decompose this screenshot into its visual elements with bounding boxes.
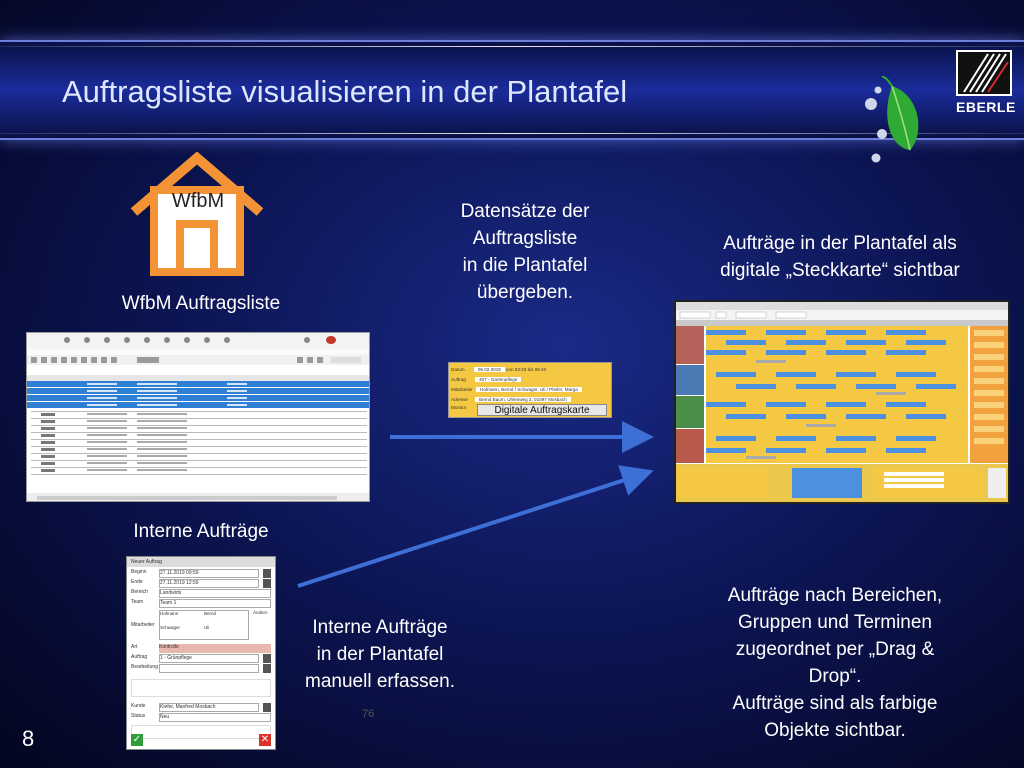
caption-line: Auftragsliste (472, 228, 578, 249)
eberle-logo: EBERLE (956, 50, 1016, 120)
caption-line: übergeben. (476, 282, 574, 303)
card-row: Adresse Bernd Baum, Uhlenweg 2, 01097 Mo… (451, 395, 609, 405)
cancel-x-icon[interactable]: ✕ (259, 734, 271, 746)
caption-line: Drop“. (808, 666, 862, 687)
edit-icon (263, 703, 271, 712)
logo-emblem (956, 50, 1012, 96)
caption-datensaetze: Datensätze der Auftragsliste in die Plan… (430, 198, 620, 306)
logo-text: EBERLE (956, 99, 1016, 115)
caption-line: digitale „Steckkarte“ sichtbar (720, 260, 960, 281)
arrow-form-to-plantafel (297, 465, 654, 588)
page-number: 8 (22, 726, 35, 751)
card-rows: Datum 06.02.2019 von 03:40 bis 06:40 Auf… (451, 365, 609, 405)
card-row: Auftrag 407 - Gartenpflege (451, 375, 609, 385)
caption-line: zugeordnet per „Drag & (735, 639, 935, 660)
caption-steckkarte: Aufträge in der Plantafel als digitale „… (680, 230, 1000, 284)
form-remarks (131, 725, 271, 739)
digital-card: Datum 06.02.2019 von 03:40 bis 06:40 Auf… (448, 362, 612, 418)
confirm-check-icon[interactable]: ✓ (131, 734, 143, 746)
caption-line: Objekte sichtbar. (764, 720, 906, 741)
calendar-icon (263, 569, 271, 578)
title-band (0, 40, 1024, 140)
caption-line: Datensätze der (460, 201, 590, 222)
house-label: WfbM (171, 190, 225, 212)
caption-line: Aufträge nach Bereichen, (727, 585, 943, 606)
card-row: Datum 06.02.2019 von 03:40 bis 06:40 (451, 367, 547, 372)
caption-internal-orders: Interne Aufträge (133, 521, 269, 542)
caption-line: in die Plantafel (462, 255, 588, 276)
slide-title: Auftragsliste visualisieren in der Plant… (62, 74, 628, 109)
plantafel-screenshot (674, 300, 1010, 504)
plantafel-thumbnail (676, 302, 1008, 502)
form-title: Neuer Auftrag (127, 557, 275, 567)
card-row: Mitarbeiter Hofmann, Bernd / Schwager, U… (451, 385, 609, 395)
house-icon (130, 152, 264, 276)
caption-dragdrop: Aufträge nach Bereichen, Gruppen und Ter… (690, 582, 980, 744)
wfbm-list-screenshot (26, 332, 370, 502)
caption-line: Aufträge sind als farbige (732, 693, 938, 714)
list-thumbnail (27, 333, 369, 501)
edit-icon (263, 654, 271, 663)
caption-manual: Interne Aufträge in der Plantafel manuel… (280, 614, 480, 695)
caption-line: Aufträge in der Plantafel als (723, 233, 957, 254)
form-row: Bearbeitung (131, 664, 271, 673)
logo-stripes-icon (963, 53, 1009, 93)
caption-wfbm-list: WfbM Auftragsliste (121, 293, 281, 314)
card-title: Digitale Auftragskarte (477, 404, 607, 416)
caption-line: Gruppen und Terminen (738, 612, 932, 633)
small-number: 76 (362, 708, 375, 720)
card-monitor-label: Monitor (451, 405, 467, 410)
caption-line: in der Plantafel (316, 644, 444, 665)
caption-line: Interne Aufträge (312, 617, 448, 638)
leaf-decoration-icon (865, 76, 919, 163)
calendar-icon (263, 579, 271, 588)
caption-line: manuell erfassen. (305, 671, 455, 692)
edit-icon (263, 664, 271, 673)
form-notes (131, 679, 271, 697)
